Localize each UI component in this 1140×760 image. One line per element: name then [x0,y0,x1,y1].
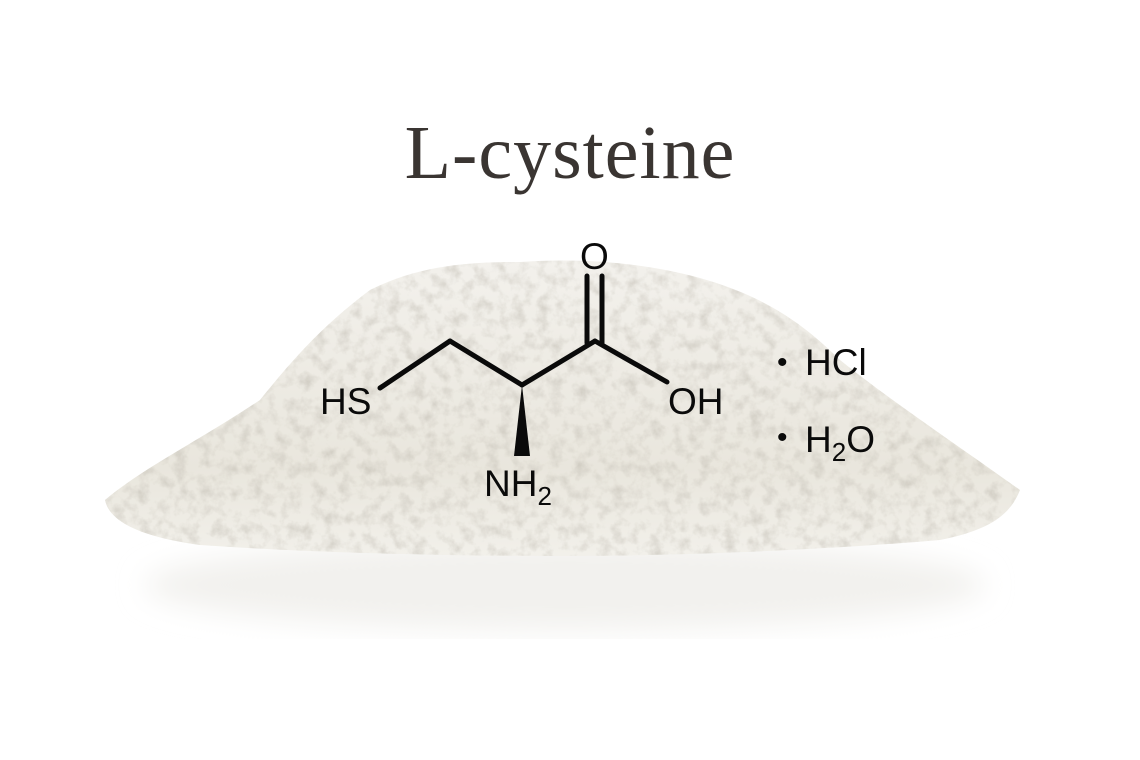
bond-c-oh [592,338,670,385]
hydrate-subscript: 2 [832,437,846,467]
wedge-bond [514,385,530,456]
page-title: L-cysteine [404,111,736,195]
bond-c-c [447,338,525,388]
salt-label: HCl [805,342,867,383]
thiol-label: HS [320,381,371,422]
carbonyl-oxygen-label: O [580,236,609,277]
hydrate-h: H [805,419,832,460]
hydrate-label: H2O [805,419,875,467]
hydrate-bullet: • [777,421,788,454]
hydroxyl-label: OH [668,381,724,422]
amine-label: NH2 [484,463,552,511]
bond-c-c2 [519,338,598,388]
hydrate-o: O [846,419,875,460]
powder-pile [105,260,1020,556]
amine-subscript: 2 [537,481,551,511]
chemical-structure [377,273,670,456]
amine-text: NH [484,463,537,504]
powder-reflection [145,540,985,630]
bond-s-c [377,338,453,391]
salt-bullet: • [777,346,788,379]
